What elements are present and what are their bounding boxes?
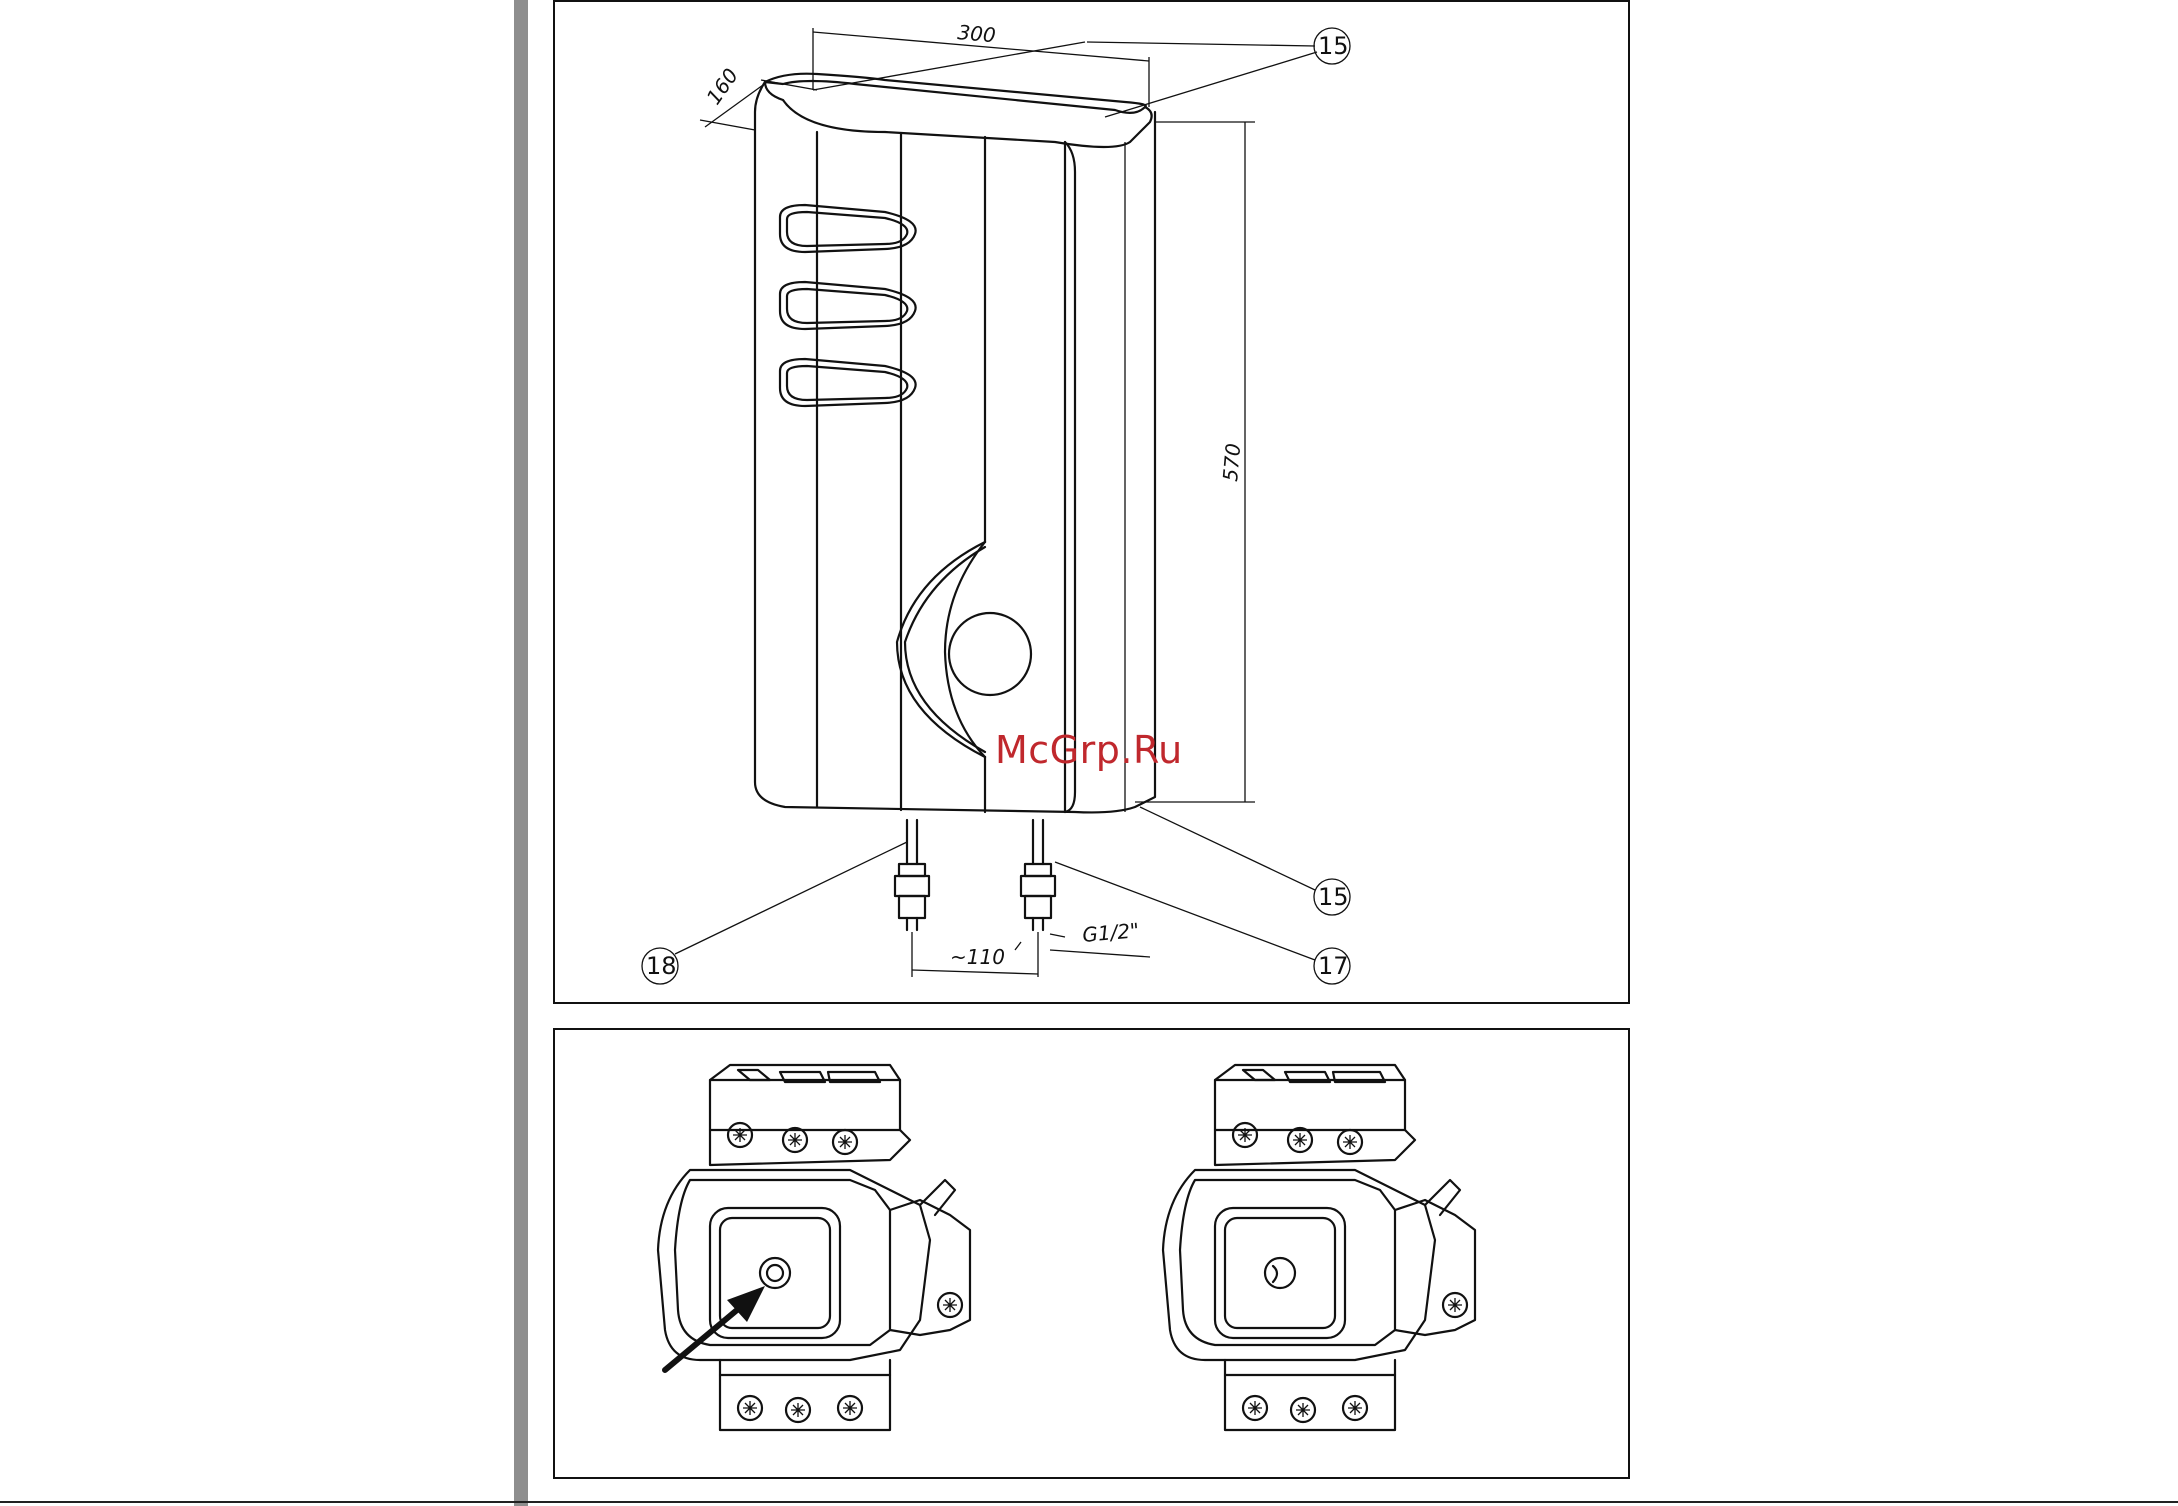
inlet-pipe (895, 820, 929, 930)
heater-dimension-drawing-panel: 300 160 570 ~110 G1/2" 15 15 17 (553, 0, 1630, 1004)
switch-with-reset-button (658, 1065, 970, 1430)
left-margin-bar (514, 0, 528, 1506)
outlet-pipe (1021, 820, 1055, 930)
heater-drawing: 300 160 570 ~110 G1/2" 15 15 17 (555, 2, 1632, 1006)
dim-pipe-spacing-label: ~110 (950, 945, 1005, 969)
control-knob (949, 613, 1031, 695)
reset-button (760, 1258, 790, 1288)
callout-17-outlet: 17 (1318, 952, 1349, 980)
crescent-recess (897, 542, 985, 757)
callout-15-bottom: 15 (1318, 883, 1349, 911)
callout-18-inlet: 18 (646, 952, 677, 980)
safety-switch-panel (553, 1028, 1630, 1479)
switch-after-reset (1163, 1065, 1475, 1430)
page-bottom-rule (0, 1501, 2178, 1503)
dim-depth-label: 160 (701, 64, 743, 109)
reset-button-depressed (1265, 1258, 1295, 1288)
safety-switch-drawing (555, 1030, 1632, 1481)
heater-top-surface (765, 81, 1152, 147)
watermark-text: McGrp.Ru (995, 728, 1183, 772)
dim-width-label: 300 (957, 20, 997, 47)
dim-thread-label: G1/2" (1081, 918, 1140, 947)
heater-body-outline (755, 82, 1155, 812)
callout-15-top: 15 (1318, 32, 1349, 60)
dim-height-label: 570 (1218, 442, 1245, 482)
